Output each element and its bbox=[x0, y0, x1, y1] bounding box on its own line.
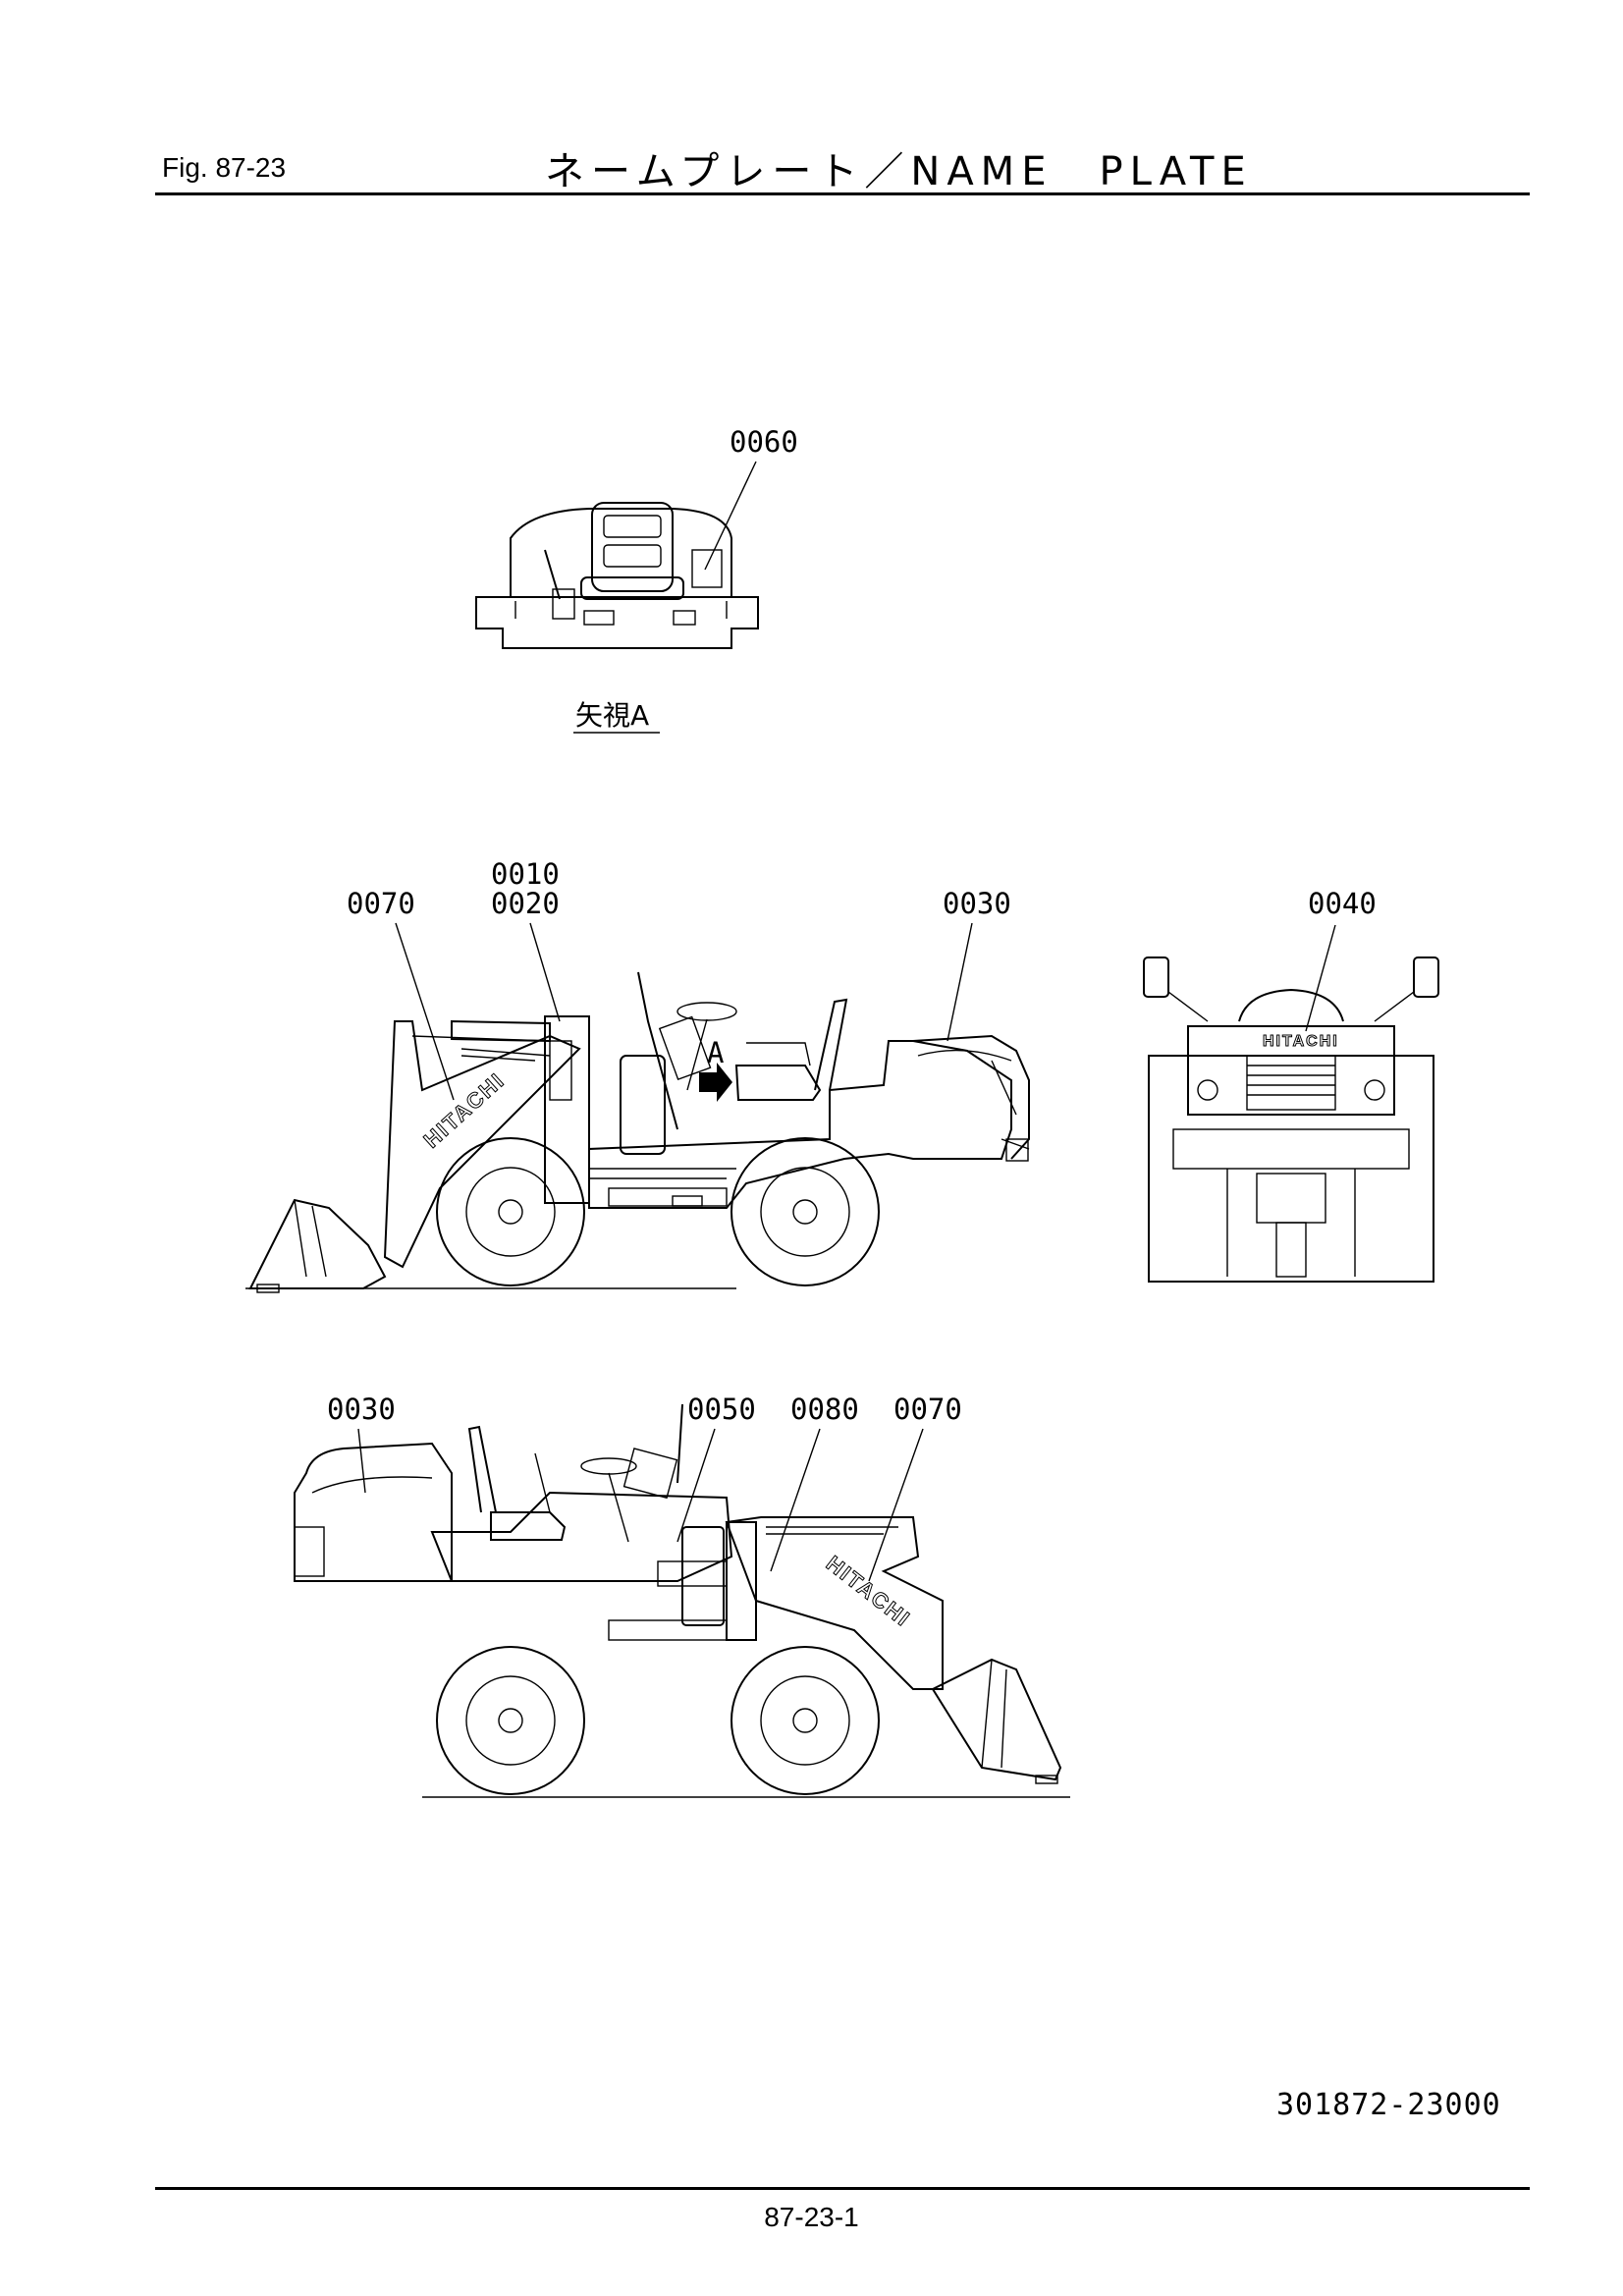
plate-text-rear: HITACHI bbox=[1263, 1033, 1339, 1050]
figure-number: Fig. 87-23 bbox=[162, 152, 287, 183]
loader-rear-view bbox=[1143, 957, 1439, 1283]
callout-0060: 0060 bbox=[730, 425, 798, 459]
callout-0080: 0080 bbox=[790, 1393, 859, 1426]
callout-0030-left: 0030 bbox=[327, 1393, 396, 1426]
leader-line bbox=[704, 461, 757, 571]
page-number: 87-23-1 bbox=[764, 2202, 859, 2232]
loader-side-view-right bbox=[245, 971, 1030, 1293]
callout-0070: 0070 bbox=[347, 887, 415, 920]
callout-0010: 0010 bbox=[491, 857, 560, 891]
view-a-drawing bbox=[475, 502, 759, 649]
document-number: 301872-23000 bbox=[1276, 2088, 1501, 2122]
header-rule bbox=[155, 192, 1530, 195]
callout-0070-left: 0070 bbox=[893, 1393, 962, 1426]
leader-lines bbox=[357, 1428, 924, 1582]
leader-line bbox=[1305, 924, 1336, 1032]
leader-lines bbox=[395, 922, 973, 1101]
footer-rule bbox=[155, 2187, 1530, 2190]
callout-0030: 0030 bbox=[943, 887, 1011, 920]
arrow-a-label: A bbox=[707, 1036, 724, 1069]
view-a-caption: 矢視A bbox=[575, 699, 649, 732]
callout-0050: 0050 bbox=[687, 1393, 756, 1426]
page-title: ネームプレート／NAME PLATE bbox=[545, 149, 1253, 194]
loader-side-view-left bbox=[294, 1403, 1070, 1798]
callout-0040: 0040 bbox=[1308, 887, 1377, 920]
callout-0020: 0020 bbox=[491, 887, 560, 920]
